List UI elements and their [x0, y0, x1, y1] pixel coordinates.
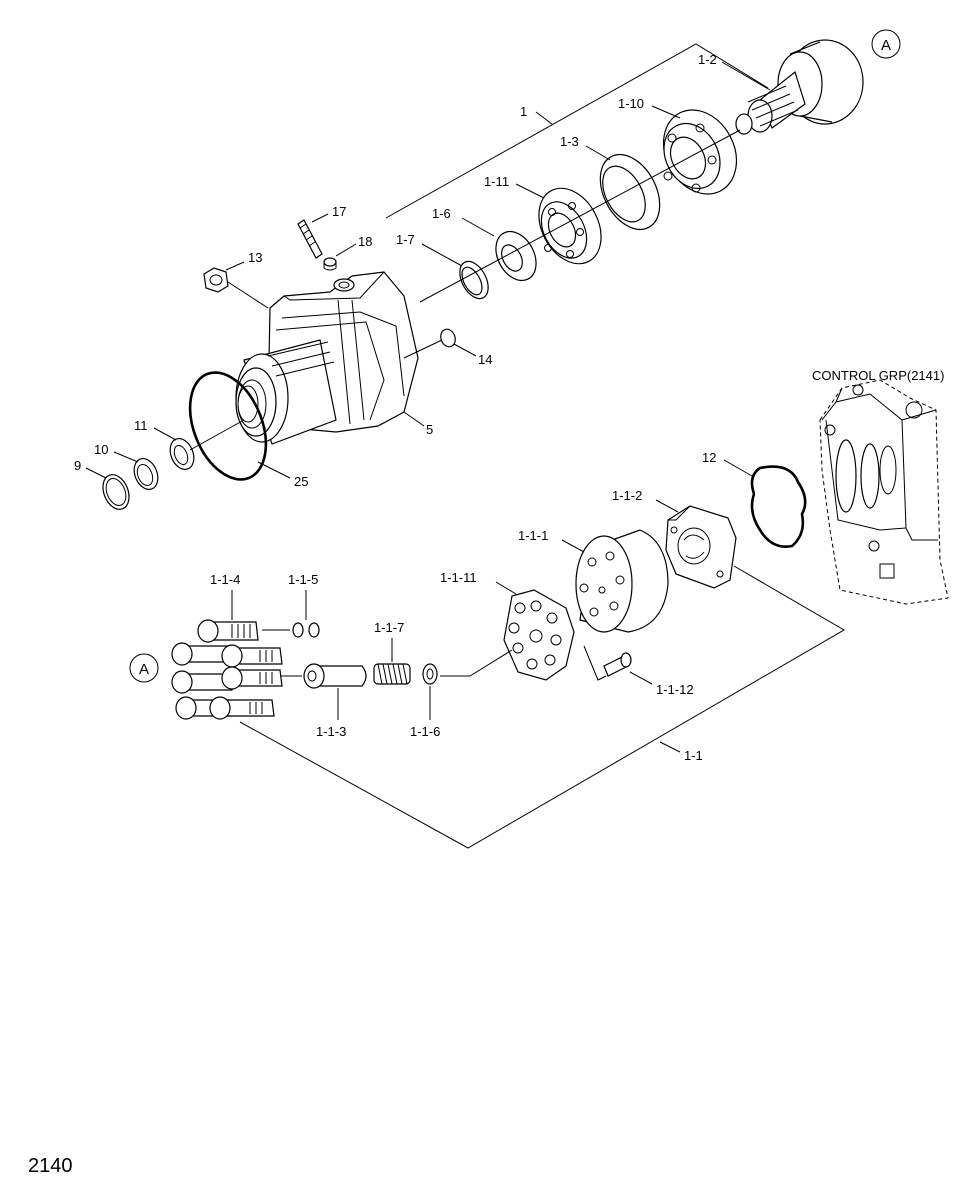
leader-13b — [225, 261, 245, 271]
label-9: 9 — [74, 458, 81, 473]
axis-left — [189, 419, 245, 451]
view-ref-top: A — [871, 29, 901, 59]
shaft-axis — [419, 129, 741, 303]
label-1-7: 1-7 — [396, 232, 415, 247]
rings-1-1-5 — [292, 622, 320, 638]
leader-1-1-12b — [629, 671, 653, 685]
o-ring-14 — [440, 328, 456, 348]
output-shaft — [735, 39, 864, 135]
spring-1-1-7 — [373, 663, 411, 685]
seal-11 — [169, 438, 195, 470]
label-11: 11 — [134, 418, 148, 433]
leader-1-1 — [659, 741, 681, 753]
leader-1-10 — [651, 105, 681, 119]
leader-1-1-1 — [561, 539, 585, 553]
leader-14 — [453, 343, 477, 357]
leader-1-2 — [721, 61, 771, 91]
label-1-1-4: 1-1-4 — [210, 572, 240, 587]
leader-1-1-12 — [583, 645, 607, 681]
leader-9 — [85, 467, 107, 479]
label-25: 25 — [294, 474, 308, 489]
retainer-plate-1-1-11 — [503, 589, 575, 681]
leader-11 — [153, 427, 177, 441]
leader-25 — [257, 461, 291, 479]
o-ring-25 — [188, 371, 268, 481]
label-1-1-1: 1-1-1 — [518, 528, 548, 543]
label-1-1-12: 1-1-12 — [656, 682, 694, 697]
label-10: 10 — [94, 442, 108, 457]
label-1-10: 1-10 — [618, 96, 644, 111]
leader-18 — [335, 243, 357, 257]
label-1-1-7: 1-1-7 — [374, 620, 404, 635]
label-1-1-3: 1-1-3 — [316, 724, 346, 739]
cylinder-block-1-1-1 — [575, 529, 669, 633]
collar-1-6 — [495, 230, 537, 282]
group-1-bracket — [385, 43, 769, 219]
label-1: 1 — [520, 104, 527, 119]
piston-set-1-1-4 — [171, 619, 283, 720]
washer-10 — [133, 458, 159, 490]
snap-ring-1-7 — [459, 260, 489, 300]
plug-13 — [203, 267, 229, 293]
label-1-2: 1-2 — [698, 52, 717, 67]
page-number: 2140 — [28, 1155, 73, 1177]
group-1-1-bracket — [239, 565, 845, 849]
label-5: 5 — [426, 422, 433, 437]
leader-5 — [403, 411, 425, 427]
label-1-1: 1-1 — [684, 748, 703, 763]
label-13: 13 — [248, 250, 262, 265]
piston-1-1-3 — [303, 663, 367, 689]
leader-10 — [113, 451, 139, 463]
label-1-3: 1-3 — [560, 134, 579, 149]
label-1-1-2: 1-1-2 — [612, 488, 642, 503]
label-control-grp: CONTROL GRP(2141) — [812, 368, 944, 383]
view-ref-left: A — [129, 653, 159, 683]
label-14: 14 — [478, 352, 492, 367]
ring-1-3 — [599, 154, 661, 230]
valve-plate-1-1-2 — [665, 505, 737, 589]
leader-1-1-11c — [469, 649, 513, 677]
label-1-11: 1-11 — [484, 174, 509, 189]
leader-17 — [311, 213, 329, 223]
label-1-6: 1-6 — [432, 206, 451, 221]
leader-1-6 — [461, 217, 495, 237]
label-17: 17 — [332, 204, 346, 219]
leader-1-7 — [421, 243, 463, 267]
snap-ring-9 — [102, 474, 130, 510]
leader-1-3 — [585, 145, 611, 161]
leader-13 — [227, 281, 269, 309]
label-12: 12 — [702, 450, 716, 465]
leader-1-11 — [515, 183, 545, 199]
leader-14a — [403, 339, 443, 359]
leader-1 — [535, 111, 553, 125]
control-group-housing — [819, 379, 949, 605]
label-1-1-6: 1-1-6 — [410, 724, 440, 739]
bolt-1-1-12 — [603, 652, 632, 677]
washer-1-1-6 — [422, 663, 438, 685]
plug-18 — [323, 257, 337, 271]
o-ring-12 — [750, 465, 807, 548]
label-1-1-11: 1-1-11 — [440, 570, 477, 585]
bearing-1-11 — [538, 187, 602, 265]
leader-1-1-2 — [655, 499, 679, 513]
pin-17 — [297, 219, 323, 259]
view-ref-top-text: A — [881, 37, 891, 54]
motor-housing — [235, 271, 419, 445]
label-1-1-5: 1-1-5 — [288, 572, 318, 587]
leader-1-1-11 — [495, 581, 517, 595]
leader-12 — [723, 459, 753, 477]
view-ref-left-text: A — [139, 661, 149, 678]
label-18: 18 — [358, 234, 372, 249]
